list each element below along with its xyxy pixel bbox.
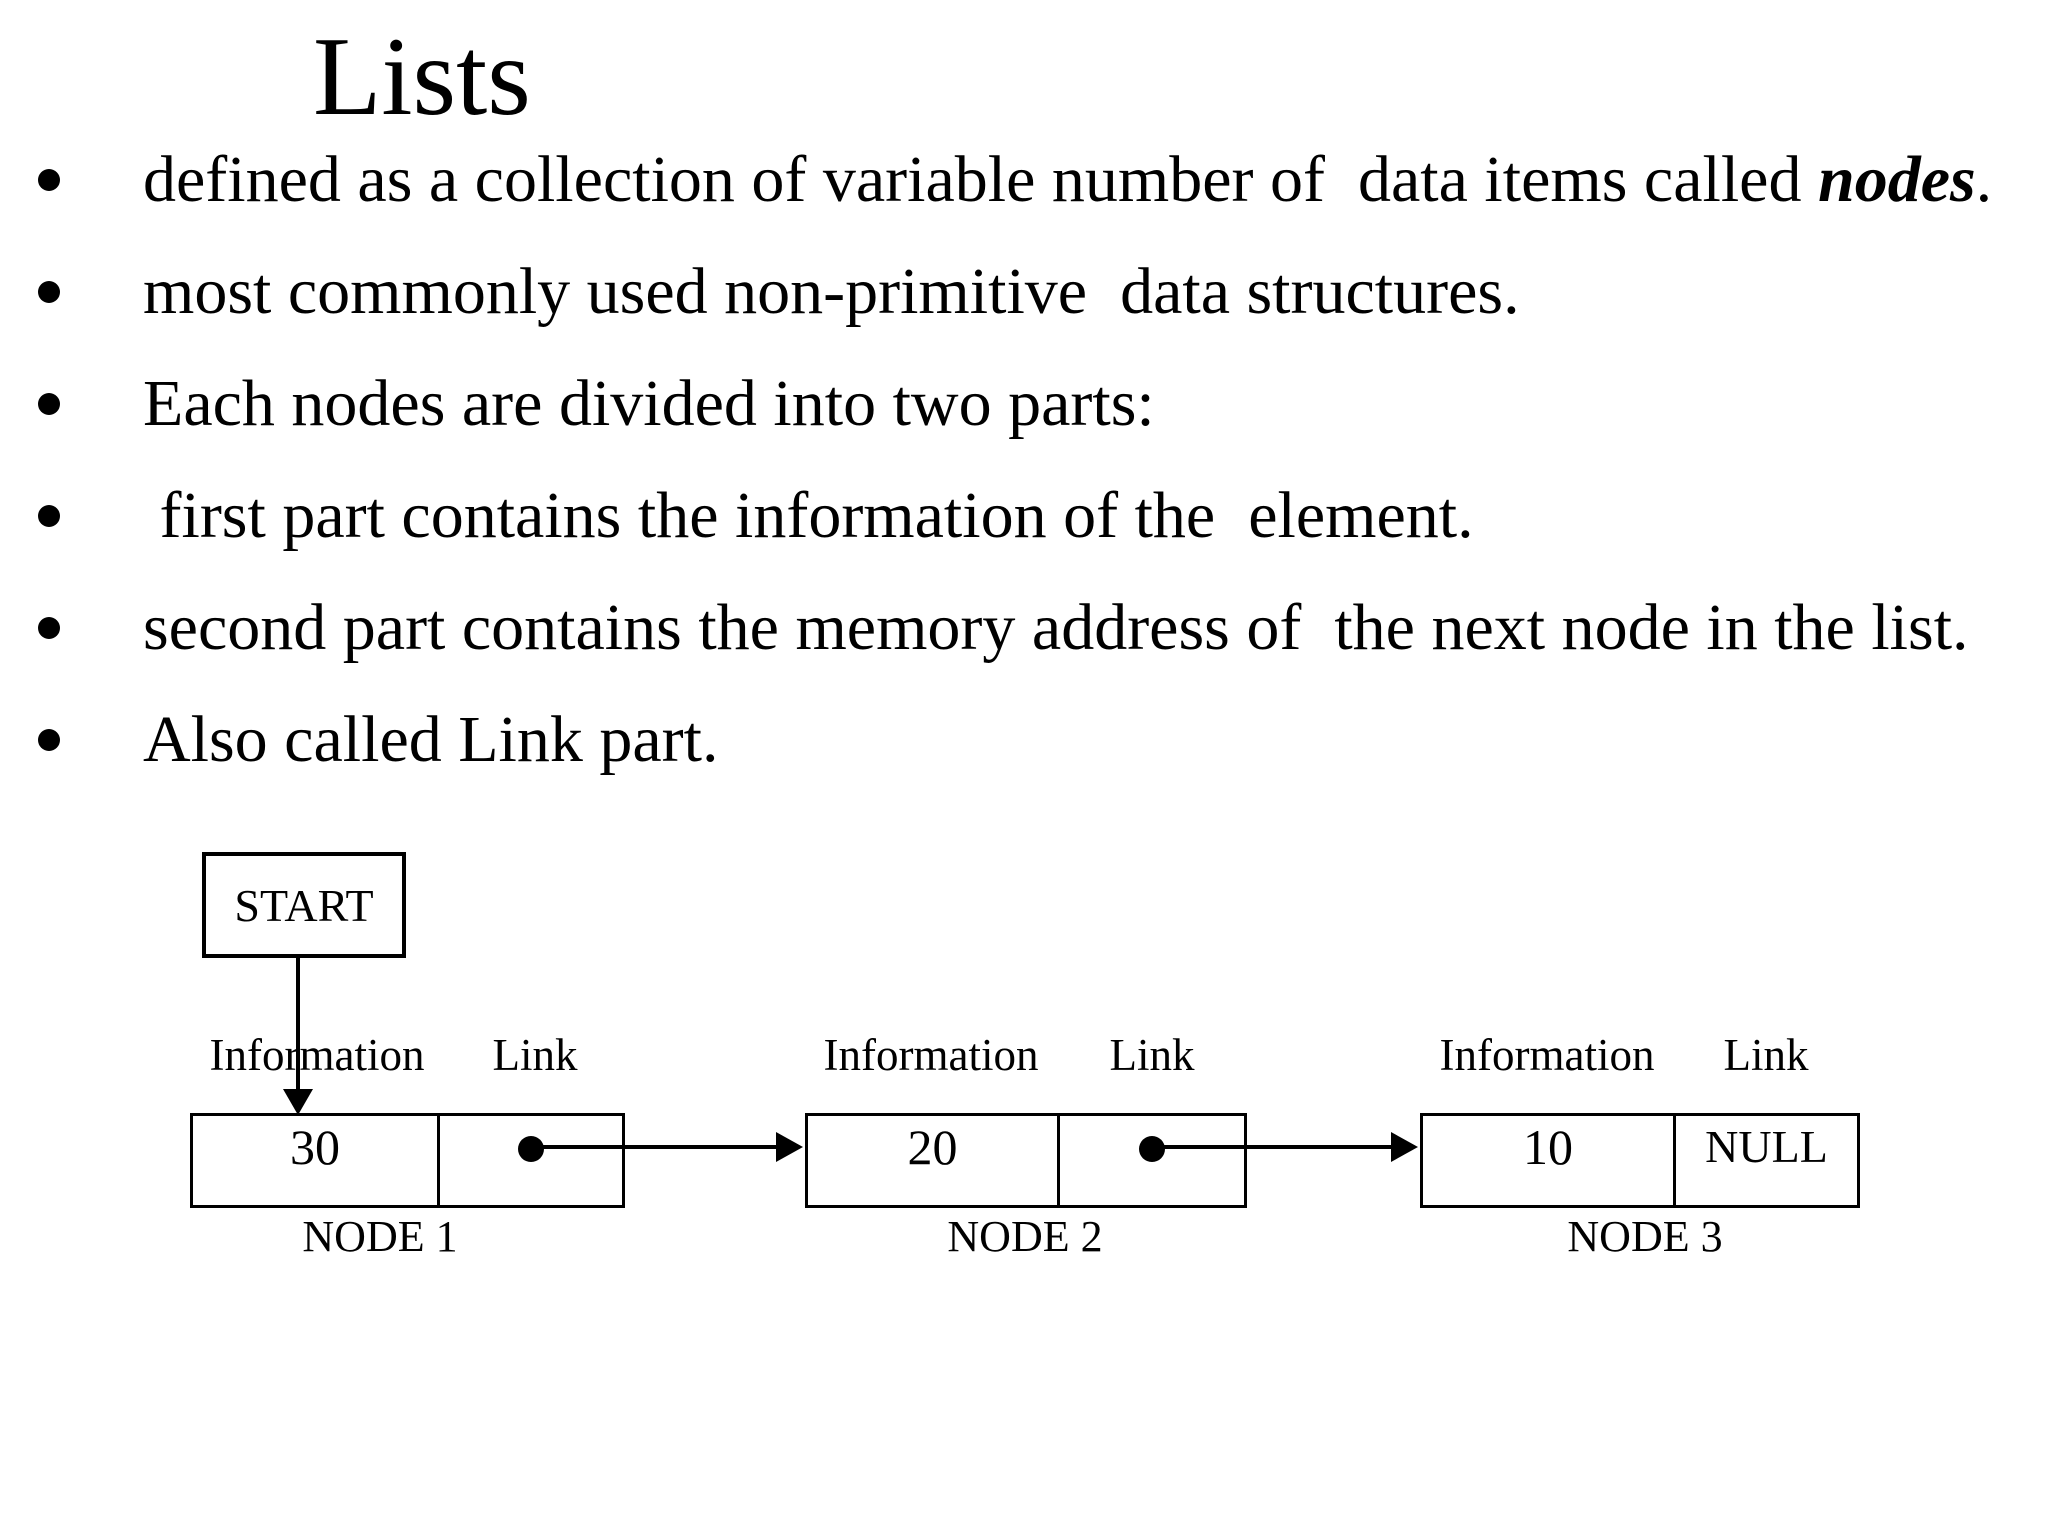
node2-link-cell (1060, 1116, 1244, 1205)
node1-link-cell (440, 1116, 622, 1205)
bullet-text-emphasis: nodes (1817, 143, 1976, 216)
bullet-item: Also called Link part. (0, 684, 2048, 796)
node1-value: 30 (290, 1119, 340, 1175)
node1-box: 30 (190, 1113, 625, 1208)
node1-information-header: Information (209, 1030, 425, 1080)
bullet-text-post: . (1975, 143, 1993, 216)
node3-caption: NODE 3 (1567, 1212, 1723, 1261)
bullet-icon (38, 729, 60, 751)
node3-link-header: Link (1723, 1030, 1809, 1080)
bullet-text: second part contains the memory address … (143, 591, 1969, 664)
bullet-text: Each nodes are divided into two parts: (143, 367, 1155, 440)
page-title: Lists (313, 15, 531, 139)
node3-link-cell: NULL (1676, 1116, 1857, 1205)
start-arrowhead-icon (283, 1089, 313, 1115)
bullet-text: defined as a collection of variable numb… (143, 147, 1992, 213)
node2-pointer-dot-icon (1139, 1136, 1165, 1162)
bullet-item: most commonly used non-primitive data st… (0, 236, 2048, 348)
bullet-item: second part contains the memory address … (0, 572, 2048, 684)
bullet-text: most commonly used non-primitive data st… (143, 255, 1520, 328)
node3-null-label: NULL (1705, 1121, 1828, 1172)
bullet-icon (38, 281, 60, 303)
arrow1-line (532, 1145, 778, 1149)
bullet-item: defined as a collection of variable numb… (0, 124, 2048, 236)
node1-caption: NODE 1 (302, 1212, 458, 1261)
start-box: START (202, 852, 406, 958)
bullet-icon (38, 617, 60, 639)
node2-box: 20 (805, 1113, 1247, 1208)
arrow1-head-icon (776, 1132, 803, 1162)
node1-link-header: Link (492, 1030, 578, 1080)
bullet-item: Each nodes are divided into two parts: (0, 348, 2048, 460)
node2-value: 20 (907, 1119, 958, 1175)
node3-value: 10 (1523, 1119, 1573, 1175)
node1-pointer-dot-icon (518, 1136, 544, 1162)
node2-caption: NODE 2 (947, 1212, 1103, 1261)
bullet-text: Also called Link part. (143, 703, 719, 776)
bullet-text: first part contains the information of t… (143, 479, 1474, 552)
node3-information-header: Information (1439, 1030, 1655, 1080)
bullet-item: first part contains the information of t… (0, 460, 2048, 572)
bullet-list: defined as a collection of variable numb… (0, 124, 2048, 796)
node2-information-header: Information (823, 1030, 1039, 1080)
start-arrow-line (296, 956, 300, 1092)
node1-information-cell: 30 (193, 1116, 440, 1205)
node3-box: 10 NULL (1420, 1113, 1860, 1208)
start-label: START (234, 879, 374, 931)
node2-information-cell: 20 (808, 1116, 1060, 1205)
node3-information-cell: 10 (1423, 1116, 1676, 1205)
node2-link-header: Link (1109, 1030, 1195, 1080)
bullet-icon (38, 505, 60, 527)
bullet-icon (38, 169, 60, 191)
bullet-text-pre: defined as a collection of variable numb… (143, 143, 1818, 216)
arrow2-head-icon (1391, 1132, 1418, 1162)
bullet-icon (38, 393, 60, 415)
arrow2-line (1151, 1145, 1393, 1149)
